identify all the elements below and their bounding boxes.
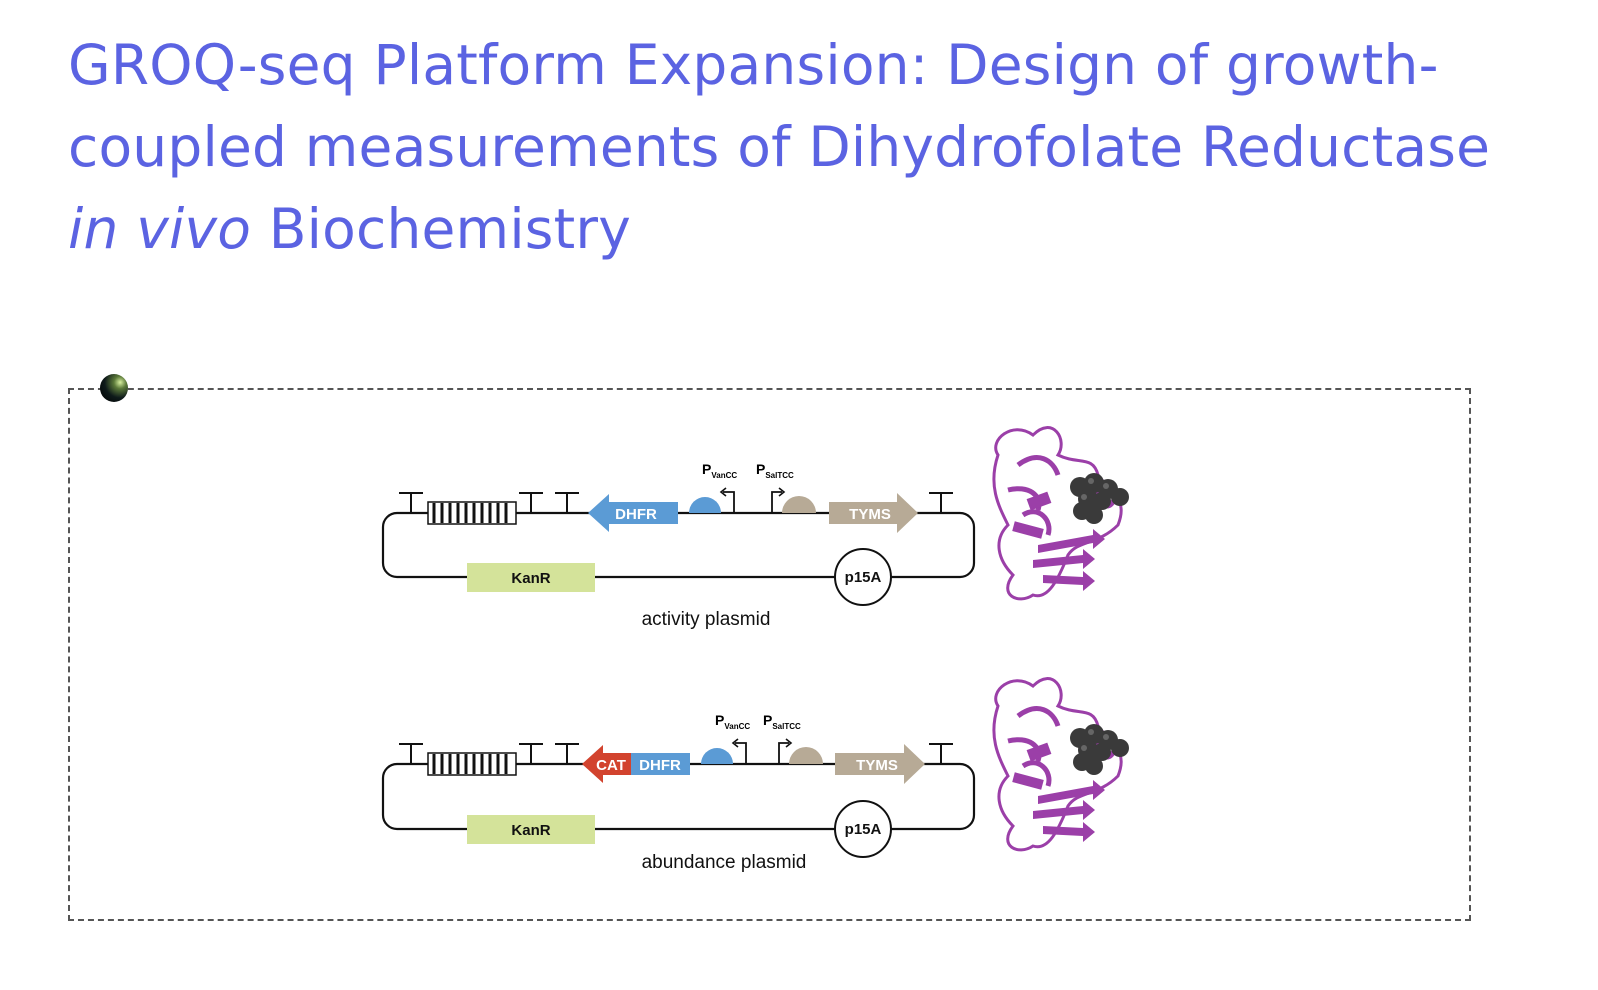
dhfr-fusion — [631, 753, 690, 775]
kanr-gene — [467, 563, 595, 592]
barcode-icon-2 — [426, 751, 518, 777]
cat-gene-arrow — [582, 745, 631, 783]
abundance-plasmid: CAT DHFR PVanCC PSalTCC TYMS KanR p15A a… — [381, 679, 1129, 873]
tyms-label: TYMS — [849, 506, 891, 523]
dhfr-protein-structure-1 — [994, 428, 1129, 599]
terminator-6 — [518, 743, 544, 765]
abundance-caption: abundance plasmid — [642, 852, 807, 873]
terminator-4 — [928, 492, 954, 514]
promoter-vancc-shape — [689, 497, 721, 513]
activity-caption: activity plasmid — [642, 609, 771, 630]
dhfr-gene-arrow — [588, 494, 678, 532]
dhfr-protein-structure-2 — [994, 679, 1129, 850]
tyms-gene-arrow-2 — [835, 744, 925, 784]
promoter-vancc-label-2: PVanCC — [715, 712, 750, 731]
promoter-vancc-shape-2 — [701, 748, 733, 764]
title-italic: in vivo — [68, 197, 252, 261]
kanr-gene-2 — [467, 815, 595, 844]
dhfr-label: DHFR — [615, 506, 657, 523]
terminator-8 — [928, 743, 954, 765]
terminator-1 — [398, 492, 424, 514]
title-line-2: coupled measurements of Dihydrofolate Re… — [68, 115, 1491, 179]
p15a-label-2: p15A — [845, 821, 882, 838]
kanr-label-2: KanR — [511, 822, 550, 839]
activity-plasmid: DHFR PVanCC PSalTCC TYMS KanR p15A activ… — [381, 428, 1129, 630]
p15a-origin — [834, 548, 892, 606]
tyms-label-2: TYMS — [856, 757, 898, 774]
frame-handle[interactable] — [100, 374, 128, 402]
barcode-icon — [426, 500, 518, 526]
terminator-3 — [554, 492, 580, 514]
kanr-label: KanR — [511, 570, 550, 587]
figure-frame — [68, 388, 1471, 921]
promoter-vancc-label: PVanCC — [702, 461, 737, 480]
p15a-label: p15A — [845, 569, 882, 586]
promoter-saltcc-label-2: PSalTCC — [763, 712, 801, 731]
tyms-gene-arrow — [829, 493, 918, 533]
terminator-7 — [554, 743, 580, 765]
title-line-1: GROQ-seq Platform Expansion: Design of g… — [68, 33, 1439, 97]
promoter-saltcc-label: PSalTCC — [756, 461, 794, 480]
cat-label: CAT — [596, 757, 626, 774]
terminator-2 — [518, 492, 544, 514]
page-title: GROQ-seq Platform Expansion: Design of g… — [68, 24, 1528, 270]
promoter-saltcc-shape-2 — [789, 747, 823, 764]
promoter-vancc-arrow — [723, 491, 735, 513]
promoter-saltcc-arrow — [771, 491, 782, 513]
dhfr-label-2: DHFR — [639, 757, 681, 774]
title-rest: Biochemistry — [251, 197, 631, 261]
terminator-5 — [398, 743, 424, 765]
p15a-origin-2 — [834, 800, 892, 858]
promoter-saltcc-shape — [782, 496, 816, 513]
activity-backbone — [381, 511, 976, 579]
